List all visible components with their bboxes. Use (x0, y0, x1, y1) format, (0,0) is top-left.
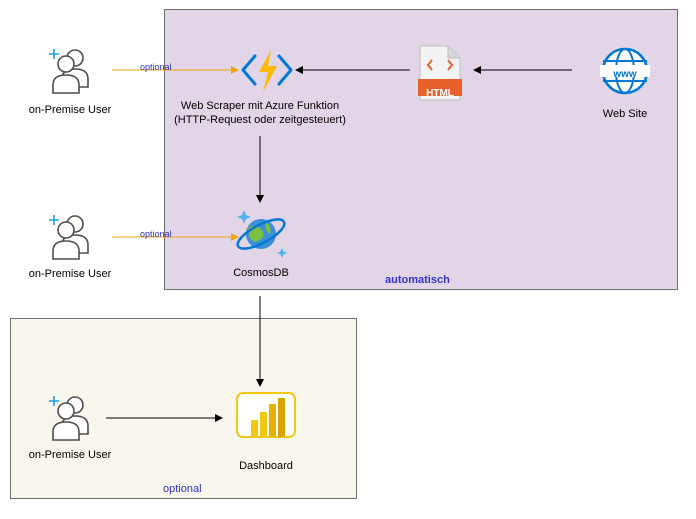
function-label-line2: (HTTP-Request oder zeitgesteuert) (174, 114, 346, 126)
automatic-zone-label: automatisch (385, 274, 450, 286)
optional-zone-label: optional (163, 483, 202, 495)
globe-icon[interactable] (600, 47, 650, 95)
user1-label: on-Premise User (22, 103, 118, 117)
html-file-icon[interactable] (418, 45, 462, 101)
user2-label: on-Premise User (22, 267, 118, 281)
website-badge: www (612, 69, 637, 80)
user-group-icon[interactable] (49, 396, 89, 441)
user-group-icon[interactable] (49, 215, 89, 260)
website-label: Web Site (602, 108, 648, 120)
azure-function-icon[interactable] (241, 50, 293, 92)
function-label-line1: Web Scraper mit Azure Funktion (180, 100, 340, 112)
powerbi-icon[interactable] (236, 392, 296, 438)
cosmosdb-icon[interactable] (234, 210, 288, 258)
user-group-icon[interactable] (49, 49, 89, 94)
dashboard-label: Dashboard (239, 460, 293, 472)
edge-label-optional: optional (140, 62, 172, 72)
cosmos-label: CosmosDB (233, 267, 289, 279)
html-badge: HTML (426, 88, 454, 99)
function-label: Web Scraper mit Azure Funktion (HTTP-Req… (166, 99, 354, 127)
edge-label-optional: optional (140, 229, 172, 239)
user3-label: on-Premise User (28, 449, 112, 461)
